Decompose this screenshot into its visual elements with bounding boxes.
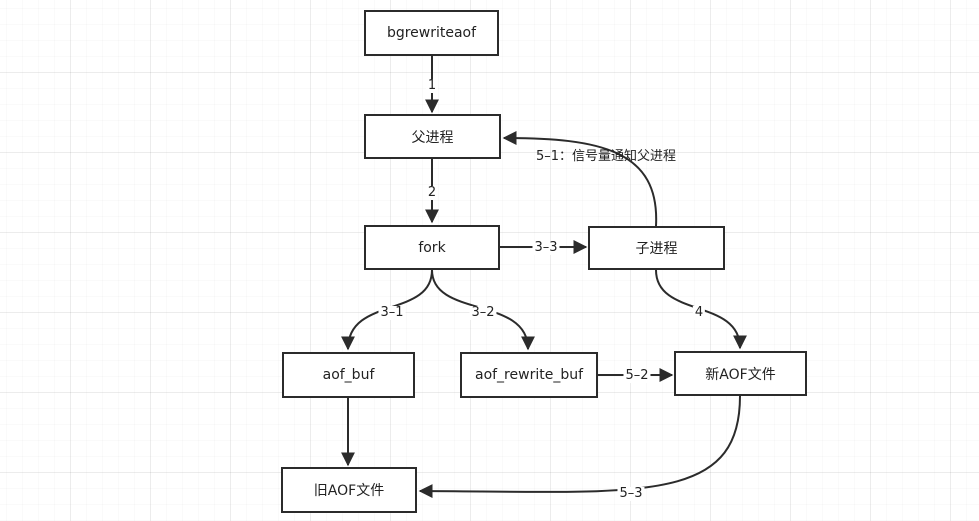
edge-label-5-1: 5–1：信号量通知父进程 xyxy=(535,149,677,164)
edge-label-5-3: 5–3 xyxy=(617,486,645,501)
node-fork: fork xyxy=(364,225,500,270)
edge-child-to-parent xyxy=(502,131,658,227)
node-child-process: 子进程 xyxy=(588,226,725,270)
edge-label-1: 1 xyxy=(425,78,439,93)
node-bgrewriteaof: bgrewriteaof xyxy=(364,10,499,56)
node-parent-process: 父进程 xyxy=(364,114,501,159)
edge-label-4: 4 xyxy=(692,305,706,320)
edge-label-3-3: 3–3 xyxy=(532,240,560,255)
edge-label-5-2: 5–2 xyxy=(623,368,651,383)
node-old-aof-file: 旧AOF文件 xyxy=(281,467,417,513)
edge-label-3-2: 3–2 xyxy=(469,305,497,320)
node-aof-buf: aof_buf xyxy=(282,352,415,398)
edge-label-3-1: 3–1 xyxy=(378,305,406,320)
node-aof-rewrite-buf: aof_rewrite_buf xyxy=(460,352,598,398)
edge-new-aof-to-old-aof xyxy=(418,395,741,499)
node-new-aof-file: 新AOF文件 xyxy=(674,351,807,396)
edge-label-2: 2 xyxy=(425,185,439,200)
